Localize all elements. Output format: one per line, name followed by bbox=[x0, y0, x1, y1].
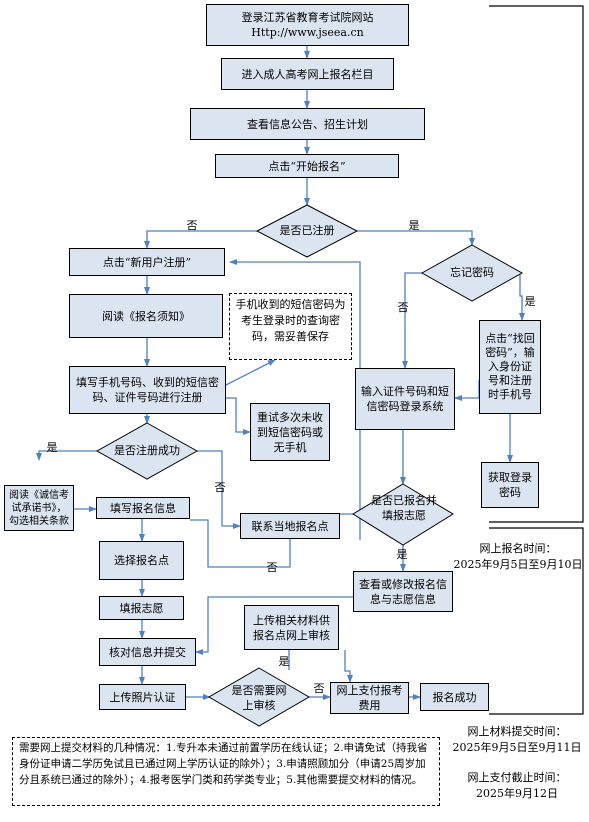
start-box: 点击“开始报名” bbox=[215, 154, 399, 178]
pay-box: 网上支付报考费用 bbox=[330, 682, 409, 714]
material-time-bracket bbox=[489, 527, 584, 715]
pay-deadline-note: 网上支付截止时间： 2025年9月12日 bbox=[448, 770, 586, 802]
reg-ok-no-label: 否 bbox=[214, 481, 226, 494]
fill-info-box: 填写报名信息 bbox=[96, 497, 190, 519]
need-review-label: 是否需要网上审核 bbox=[231, 684, 287, 712]
material-time-note: 网上材料提交时间： 2025年9月5日至9月11日 bbox=[448, 724, 586, 756]
registered-label: 是否已注册 bbox=[279, 224, 335, 237]
login-line-1: 登录江苏省教育考试院网站 bbox=[241, 11, 374, 24]
reg-time-note: 网上报名时间： 2025年9月5日至9月10日 bbox=[450, 541, 586, 573]
footnote-text: 需要网上提交材料的几种情况：1.专升本未通过前置学历在线认证；2.申请免试（持我… bbox=[19, 742, 428, 786]
arrow-fill-note bbox=[225, 359, 276, 386]
arrow-upload-pay bbox=[344, 650, 353, 683]
reg-ok-decision bbox=[95, 422, 199, 480]
signed-decision bbox=[352, 483, 454, 546]
arrow-registered-no bbox=[144, 230, 257, 249]
signed-label: 是否已报名并填报志愿 bbox=[371, 494, 437, 522]
material-time-value: 2025年9月5日至9月11日 bbox=[452, 741, 582, 754]
view-edit-box: 查看或修改报名信息与志愿信息 bbox=[353, 571, 453, 612]
contact-box: 联系当地报名点 bbox=[240, 513, 340, 539]
arrow-regok-no bbox=[197, 450, 241, 529]
registered-yes-label: 是 bbox=[408, 219, 420, 232]
read-letter-box: 阅读《诚信考试承诺书》，勾选相关条款 bbox=[4, 485, 74, 531]
need-review-decision bbox=[208, 667, 310, 727]
fill-phone-box: 填写手机号码、收到的短信密码、证件号码进行注册 bbox=[69, 366, 226, 414]
new-user-box: 点击“新用户注册” bbox=[69, 248, 225, 276]
notice-box: 查看信息公告、招生计划 bbox=[190, 108, 425, 140]
done-box: 报名成功 bbox=[420, 683, 489, 711]
reg-ok-yes-label: 是 bbox=[46, 441, 58, 454]
verify-box: 核对信息并提交 bbox=[99, 638, 196, 666]
login-system-box: 输入证件号码和短信密码登录系统 bbox=[355, 368, 455, 430]
login-line-2: Http://www.jseea.cn bbox=[251, 26, 364, 39]
retry-box: 重试多次未收到短信密码或无手机 bbox=[250, 403, 330, 461]
arrow-registered-yes bbox=[357, 230, 475, 246]
signed-yes-label: 是 bbox=[396, 548, 408, 561]
reg-time-value: 2025年9月5日至9月10日 bbox=[453, 558, 583, 571]
get-password-box: 获取登录密码 bbox=[481, 462, 539, 508]
arrow-regok-yes bbox=[36, 450, 97, 461]
forgot-label: 忘记密码 bbox=[450, 266, 494, 279]
material-time-title: 网上材料提交时间： bbox=[467, 725, 567, 738]
arrow-forgot-yes bbox=[519, 273, 525, 321]
enter-box: 进入成人高考网上报名栏目 bbox=[221, 58, 394, 90]
arrow-find-login bbox=[454, 380, 480, 401]
reg-ok-label: 是否注册成功 bbox=[114, 444, 180, 457]
pay-deadline-title: 网上支付截止时间： bbox=[467, 771, 567, 784]
upload-photo-box: 上传照片认证 bbox=[99, 684, 186, 710]
login-box: 登录江苏省教育考试院网站 Http://www.jseea.cn bbox=[206, 4, 409, 46]
arrow-fill-retry bbox=[226, 397, 251, 435]
footnote-box: 需要网上提交材料的几种情况：1.专升本未通过前置学历在线认证；2.申请免试（持我… bbox=[12, 737, 440, 806]
arrow-retry-back bbox=[229, 259, 361, 540]
reg-time-title: 网上报名时间： bbox=[479, 542, 557, 555]
pay-deadline-value: 2025年9月12日 bbox=[476, 787, 558, 800]
review-no-label: 否 bbox=[313, 682, 325, 695]
choose-site-box: 选择报名点 bbox=[99, 541, 184, 580]
registered-no-label: 否 bbox=[186, 219, 198, 232]
forgot-yes-label: 是 bbox=[524, 295, 536, 308]
sms-note-box: 手机收到的短信密码为考生登录时的查询密码，需妥善保存 bbox=[229, 293, 352, 360]
forgot-decision bbox=[420, 244, 524, 302]
fill-wish-box: 填报志愿 bbox=[99, 596, 184, 620]
signed-no-label: 否 bbox=[266, 561, 278, 574]
forgot-no-label: 否 bbox=[397, 301, 409, 314]
review-yes-label: 是 bbox=[278, 655, 290, 668]
reg-time-bracket bbox=[489, 5, 584, 523]
arrow-forgot-no bbox=[402, 272, 422, 369]
upload-material-box: 上传相关材料供报名点网上审核 bbox=[244, 605, 339, 650]
find-password-box: 点击“找回密码”，输入身份证号和注册时手机号 bbox=[479, 320, 541, 414]
registered-decision bbox=[255, 204, 359, 258]
read-notice-box: 阅读《报名须知》 bbox=[69, 294, 223, 338]
